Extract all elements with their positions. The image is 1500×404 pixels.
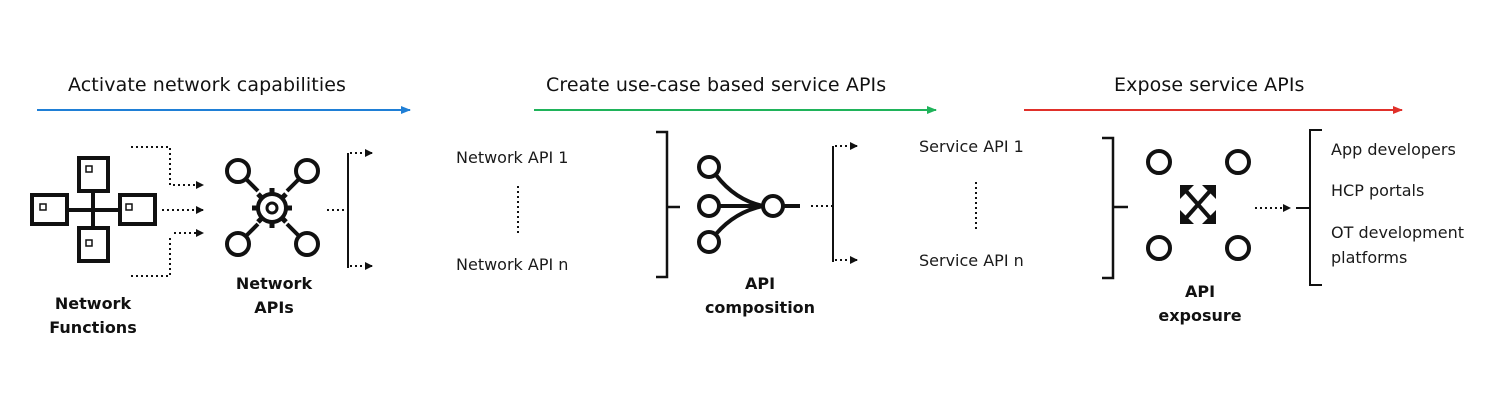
expand-arrows-icon [1146,149,1251,261]
functions-to-apis-connectors [131,146,204,277]
network-api-bracket [656,130,680,279]
service-api-bracket [1102,136,1128,280]
api-exposure-caption: API exposure [1140,280,1260,328]
caption-line: composition [704,298,816,317]
consumer-app-developers: App developers [1331,140,1456,159]
network-functions-icon [30,156,157,263]
composition-to-service-connector [811,142,858,264]
consumer-ot-development: OT development [1331,223,1464,242]
stage-1-title: Activate network capabilities [68,74,347,96]
network-api-first: Network API 1 [456,148,569,167]
caption-line: APIs [254,298,294,317]
network-apis-caption: Network APIs [214,272,334,320]
caption-line: API [744,274,776,293]
stage-2-title: Create use-case based service APIs [546,74,887,96]
network-functions-caption: Network Functions [33,292,153,340]
gear-hub-icon [225,158,320,257]
service-api-last: Service API n [919,251,1024,270]
api-composition-caption: API composition [690,272,830,320]
service-api-first: Service API 1 [919,137,1024,156]
caption-line: Functions [49,318,137,337]
caption-line: API [1184,282,1216,301]
expand-arrowheads [1180,185,1216,224]
consumer-hcp-portals: HCP portals [1331,181,1425,200]
stage-3-title: Expose service APIs [1114,74,1305,96]
caption-line: Network [54,294,132,313]
merge-icon [697,155,800,254]
caption-line: exposure [1158,306,1242,325]
caption-line: Network [235,274,313,293]
consumer-platforms: platforms [1331,248,1408,267]
exposure-to-consumers-connector [1255,129,1322,286]
network-api-last: Network API n [456,255,569,274]
apis-to-list-connector [327,149,373,270]
